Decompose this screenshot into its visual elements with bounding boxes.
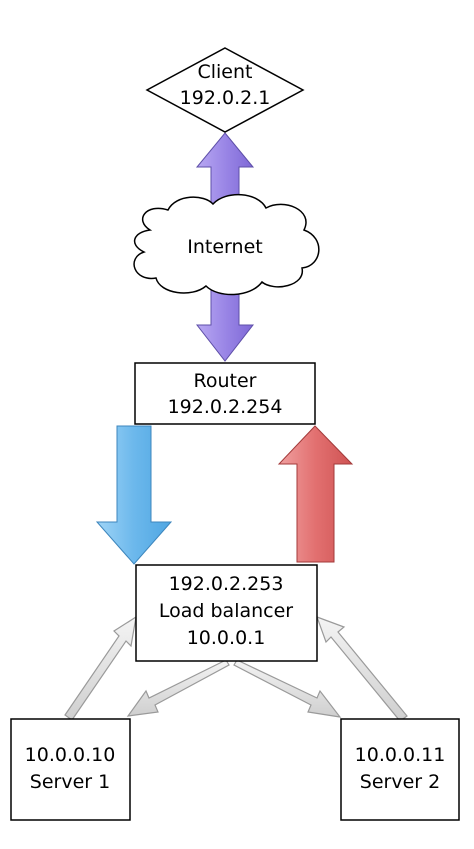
lb-to-server2-arrow (233, 659, 342, 718)
router-node (134, 362, 316, 425)
client-label: Client (197, 61, 252, 83)
server2-label: Server 2 (360, 771, 440, 793)
lb-to-router-arrow (277, 425, 354, 563)
lb-label: Load balancer (159, 600, 293, 622)
server1-to-lb-arrow (64, 615, 137, 721)
server1-label: Server 1 (30, 771, 110, 793)
lb-private-ip: 10.0.0.1 (187, 627, 266, 649)
lb-public-ip: 192.0.2.253 (169, 573, 284, 595)
internet-cloud (133, 193, 320, 296)
router-label: Router (194, 370, 257, 392)
server1-ip: 10.0.0.10 (25, 744, 116, 766)
load-balancer-node (135, 564, 318, 662)
router-to-lb-arrow (95, 425, 173, 565)
lb-to-server1-arrow (126, 659, 230, 717)
client-ip: 192.0.2.1 (180, 87, 271, 109)
internet-label: Internet (187, 236, 262, 258)
client-node (145, 47, 305, 133)
server2-ip: 10.0.0.11 (355, 744, 446, 766)
server1-node (10, 718, 131, 821)
server2-node (340, 718, 460, 821)
router-ip: 192.0.2.254 (168, 396, 283, 418)
